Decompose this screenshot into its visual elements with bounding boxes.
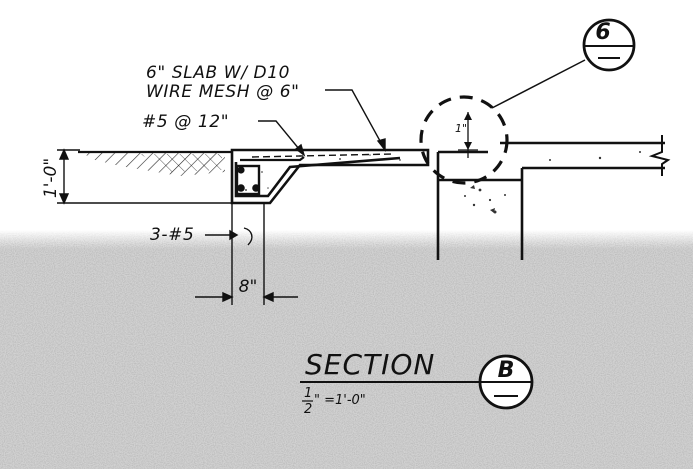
height-dim-text: 1'-0": [41, 158, 61, 198]
detail-bubble: [491, 18, 636, 109]
detail-circle: [419, 95, 509, 185]
section-letter: B: [498, 358, 515, 383]
rebar: [234, 153, 401, 198]
bars-note: 3-#5: [150, 225, 194, 245]
slab-note: 6" SLAB W/ D10: [146, 63, 290, 83]
earth-fill: [78, 150, 232, 176]
section-title: SECTION: [305, 348, 435, 381]
section-bubble: [478, 354, 534, 410]
scale-numerator: 1: [304, 386, 312, 401]
width-dimension: [195, 203, 298, 305]
rebar-note: #5 @ 12": [142, 112, 229, 132]
scale-rest: " =1'-0": [314, 393, 366, 408]
paper-grain: [0, 225, 693, 469]
width-dim-text: 8": [239, 277, 258, 297]
rebar-bars: [237, 166, 260, 192]
mesh-note: WIRE MESH @ 6": [146, 82, 300, 102]
footing-stipple: [464, 151, 641, 214]
mesh-leader: [325, 89, 386, 153]
detail-small-dim: 1": [455, 122, 467, 135]
scale-denominator: 2: [304, 402, 312, 417]
height-dimension: [57, 148, 232, 205]
break-line: [648, 135, 671, 176]
rebar-leader: [258, 120, 306, 157]
detail-number: 6: [595, 20, 610, 45]
